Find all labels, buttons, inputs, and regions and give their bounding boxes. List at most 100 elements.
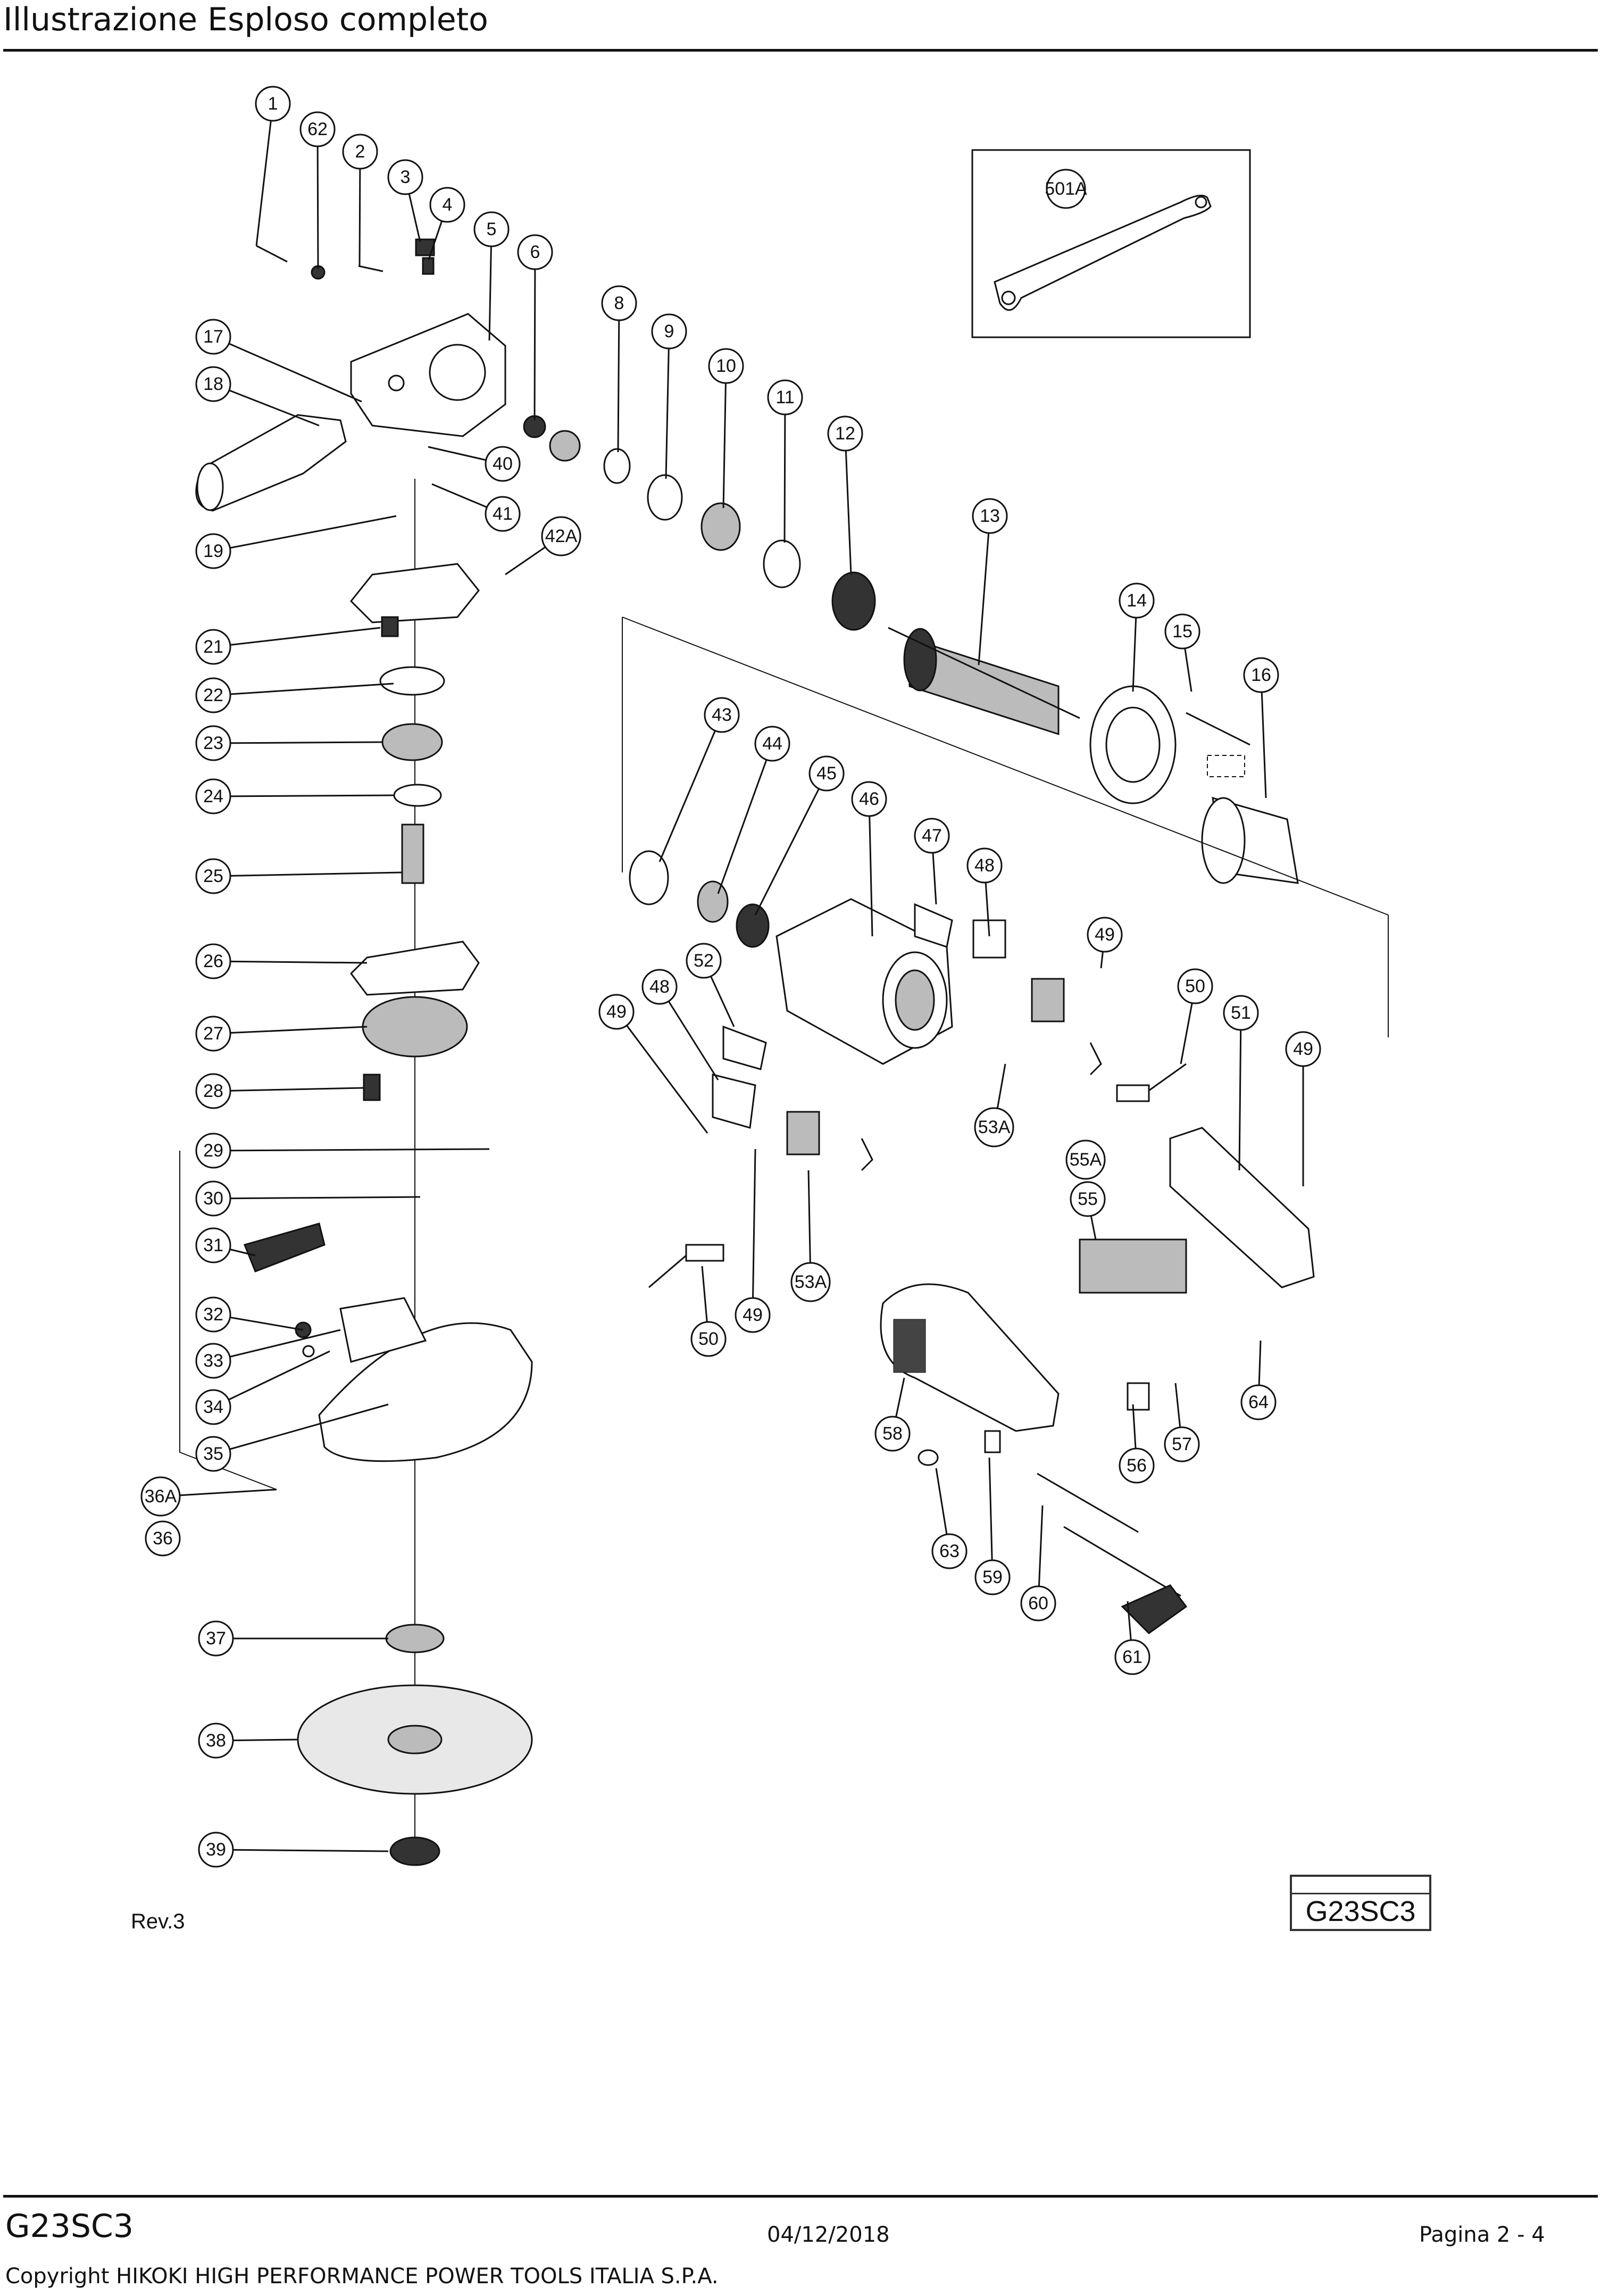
callout-c53Aa: 53A [974,1107,1014,1147]
callout-label-c44: 44 [762,734,782,754]
callout-c51: 51 [1223,995,1259,1031]
callout-c43: 43 [704,697,740,733]
callout-label-c49a: 49 [1095,925,1115,945]
callout-label-c4: 4 [443,195,453,215]
header-divider [3,49,1598,52]
callout-label-c23: 23 [203,733,223,753]
callout-c55: 55 [1070,1181,1106,1217]
callout-c21: 21 [195,629,231,665]
callout-c46: 46 [851,781,887,817]
callout-c36A: 36A [140,1476,181,1517]
leader-line-c51 [1238,1012,1242,1171]
footer-page-number: Pagina 2 - 4 [1419,2223,1545,2247]
callout-c12: 12 [827,415,863,452]
callout-c45: 45 [808,755,845,792]
callout-label-c15: 15 [1172,621,1193,642]
callout-label-c28: 28 [203,1081,223,1101]
footer-model: G23SC3 [5,2208,134,2245]
leader-line-c26 [213,960,368,964]
callout-label-c43: 43 [712,705,732,725]
callout-c58: 58 [874,1416,911,1452]
leader-line-c17 [213,336,362,403]
leader-line-c46 [868,798,873,937]
callout-label-c21: 21 [203,637,223,657]
model-box-header [1292,1877,1429,1894]
callout-label-c48b: 48 [649,977,670,997]
callout-c40: 40 [485,446,521,482]
callout-c50a: 50 [1177,968,1213,1004]
callout-label-c35: 35 [203,1444,223,1464]
callout-c49b: 49 [1285,1031,1321,1067]
callout-c18: 18 [195,366,231,402]
callout-c48a: 48 [966,847,1003,884]
leader-line-c35 [213,1403,389,1455]
callout-label-c60: 60 [1028,1593,1048,1613]
leader-line-c13 [978,515,991,665]
leader-line-c39 [215,1849,389,1852]
model-box-text: G23SC3 [1305,1895,1416,1927]
callout-c57: 57 [1164,1426,1200,1462]
callout-label-c47: 47 [922,826,942,846]
callout-label-c40: 40 [493,454,513,474]
callout-c64: 64 [1240,1384,1277,1420]
callout-label-c62: 62 [307,119,328,139]
callout-c23: 23 [195,725,231,761]
callout-label-c42A: 42A [545,526,578,546]
callout-c50b: 50 [690,1321,727,1357]
leader-line-c34 [213,1350,330,1408]
callout-c29: 29 [195,1133,231,1169]
callout-label-c51: 51 [1231,1003,1251,1023]
callout-c42A: 42A [541,516,581,556]
callout-label-c3: 3 [401,167,411,187]
leader-line-c16 [1260,675,1267,798]
callout-c1: 1 [255,86,291,122]
callout-label-c32: 32 [203,1304,223,1325]
callout-label-c17: 17 [203,327,223,347]
footer-divider [3,2195,1598,2198]
callout-c13: 13 [972,498,1008,534]
spanner-wrench [994,195,1212,311]
callout-c22: 22 [195,677,231,713]
callout-c59: 59 [974,1559,1011,1595]
callout-c26: 26 [195,943,231,979]
callout-label-c49d: 49 [743,1305,763,1325]
footer-copyright: Copyright HIKOKI HIGH PERFORMANCE POWER … [5,2264,719,2289]
callout-c55A: 55A [1065,1139,1106,1180]
callout-label-c26: 26 [203,951,223,971]
callout-c5: 5 [473,211,510,247]
callout-c52: 52 [686,943,722,979]
leader-line-c10 [722,365,727,509]
callout-c56: 56 [1119,1448,1155,1484]
callout-c2: 2 [342,134,378,170]
callout-label-c22: 22 [203,685,223,705]
leader-line-c43 [658,714,723,862]
page-title: Illustrazione Esploso completo [3,1,488,38]
callout-c44: 44 [754,726,790,762]
callout-c24: 24 [195,778,231,814]
leader-line-c8 [617,303,620,453]
callout-c25: 25 [195,858,231,894]
callout-label-c57: 57 [1172,1434,1192,1454]
leader-line-c12 [844,433,852,575]
leader-line-c29 [213,1148,490,1152]
callout-c33: 33 [195,1343,231,1379]
callout-label-c55: 55 [1078,1189,1098,1209]
callout-c34: 34 [195,1389,231,1425]
callout-label-c38: 38 [206,1731,226,1751]
callout-label-c49c: 49 [606,1002,627,1022]
callout-label-c59: 59 [982,1567,1003,1587]
callout-c15: 15 [1164,613,1200,650]
callout-c47: 47 [914,818,950,854]
callout-label-c27: 27 [203,1024,223,1044]
callout-c30: 30 [195,1180,231,1217]
callout-label-c36A: 36A [145,1486,177,1507]
callout-c19: 19 [195,533,231,569]
callout-label-c18: 18 [203,374,223,394]
callout-label-c41: 41 [493,504,513,524]
callout-label-c29: 29 [203,1141,223,1161]
callout-label-c34: 34 [203,1397,223,1417]
callout-label-c501A: 501A [1045,179,1087,199]
callout-label-c63: 63 [939,1541,960,1561]
callout-c6: 6 [517,234,553,270]
